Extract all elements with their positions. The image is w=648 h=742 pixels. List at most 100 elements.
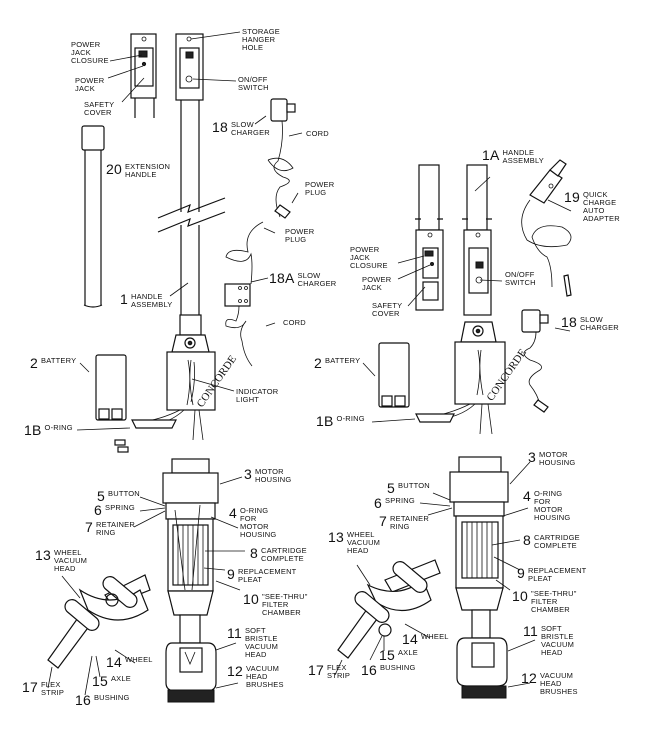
part-number: 5 (387, 480, 395, 496)
left-slow-charger-18a (224, 221, 264, 367)
part-number: 17 (308, 662, 324, 678)
part-number: 18 (212, 119, 228, 135)
label-right-power-jack-closure: POWER JACK CLOSURE (350, 246, 388, 270)
label-text: STORAGE HANGER HOLE (242, 27, 280, 52)
label-text: AXLE (397, 648, 418, 657)
part-number: 10 (243, 591, 259, 607)
part-number: 16 (75, 692, 91, 708)
label-text: ON/OFF SWITCH (505, 270, 536, 287)
part-number: 12 (227, 663, 243, 679)
label-left-power-jack: POWER JACK (75, 77, 104, 93)
leader-lines (47, 31, 572, 696)
label-right-power-jack: POWER JACK (362, 276, 391, 292)
part-number: 8 (250, 545, 258, 561)
label-left-cord-mid: CORD (283, 319, 306, 327)
part-number: 15 (92, 673, 108, 689)
part-number: 19 (564, 189, 580, 205)
label-text: POWER PLUG (285, 227, 315, 244)
label-text: ON/OFF SWITCH (238, 75, 269, 92)
label-text: CORD (306, 129, 329, 138)
label-left-filter-chamber: 10"SEE-THRU" FILTER CHAMBER (243, 591, 308, 617)
right-vacuum-body (449, 456, 509, 699)
label-text: VACUUM HEAD BRUSHES (245, 664, 284, 689)
label-text: WHEEL (420, 632, 449, 641)
label-left-on-off-switch: ON/OFF SWITCH (238, 76, 269, 92)
label-text: O-RING FOR MOTOR HOUSING (240, 506, 277, 539)
label-left-cord-top: CORD (306, 130, 329, 138)
part-number: 1A (482, 147, 500, 163)
right-battery-part (378, 342, 410, 408)
label-text: MOTOR HOUSING (255, 467, 292, 484)
label-right-on-off-switch: ON/OFF SWITCH (505, 271, 536, 287)
left-handle-assembly: CONCORDE (114, 33, 239, 453)
label-text: BATTERY (325, 356, 361, 365)
part-number: 20 (106, 161, 122, 177)
label-text: EXTENSION HANDLE (124, 162, 171, 179)
label-text: SOFT BRISTLE VACUUM HEAD (540, 624, 575, 657)
right-slow-charger-18 (521, 309, 549, 413)
part-number: 1B (24, 422, 42, 438)
label-text: O-RING (44, 423, 73, 432)
left-slow-charger-18 (267, 98, 296, 219)
label-text: "SEE-THRU" FILTER CHAMBER (530, 589, 577, 614)
part-number: 17 (22, 679, 38, 695)
label-text: O-RING (336, 414, 365, 423)
label-text: AXLE (110, 674, 131, 683)
label-text: BATTERY (41, 356, 77, 365)
label-text: WHEEL (124, 655, 153, 664)
label-text: SAFETY COVER (372, 301, 403, 318)
right-quick-charge-adapter (521, 159, 572, 297)
label-text: BUTTON (108, 489, 140, 498)
label-text: WHEEL VACUUM HEAD (53, 548, 88, 573)
part-number: 7 (85, 519, 93, 535)
label-text: O-RING FOR MOTOR HOUSING (534, 489, 571, 522)
part-number: 3 (244, 466, 252, 482)
part-number: 13 (328, 529, 344, 545)
label-text: BUTTON (398, 481, 430, 490)
part-number: 15 (379, 647, 395, 663)
label-storage-hanger-hole: STORAGE HANGER HOLE (242, 28, 280, 52)
part-number: 18A (269, 270, 295, 286)
label-left-power-plug-top: POWER PLUG (305, 181, 334, 197)
label-text: RETAINER RING (390, 514, 429, 531)
label-text: RETAINER RING (96, 520, 135, 537)
part-number: 9 (517, 565, 525, 581)
part-number: 12 (521, 670, 537, 686)
label-indicator-light: INDICATOR LIGHT (236, 388, 278, 404)
part-number: 3 (528, 449, 536, 465)
part-number: 1B (316, 413, 334, 429)
label-text: WHEEL VACUUM HEAD (346, 530, 381, 555)
part-number: 5 (97, 488, 105, 504)
label-text: REPLACEMENT PLEAT (528, 566, 587, 583)
part-number: 9 (227, 566, 235, 582)
label-text: FLEX STRIP (40, 680, 65, 697)
label-text: CORD (283, 318, 306, 327)
label-text: MOTOR HOUSING (539, 450, 576, 467)
part-number: 4 (229, 505, 237, 521)
label-text: SOFT BRISTLE VACUUM HEAD (244, 626, 279, 659)
label-text: CARTRIDGE COMPLETE (534, 533, 580, 550)
